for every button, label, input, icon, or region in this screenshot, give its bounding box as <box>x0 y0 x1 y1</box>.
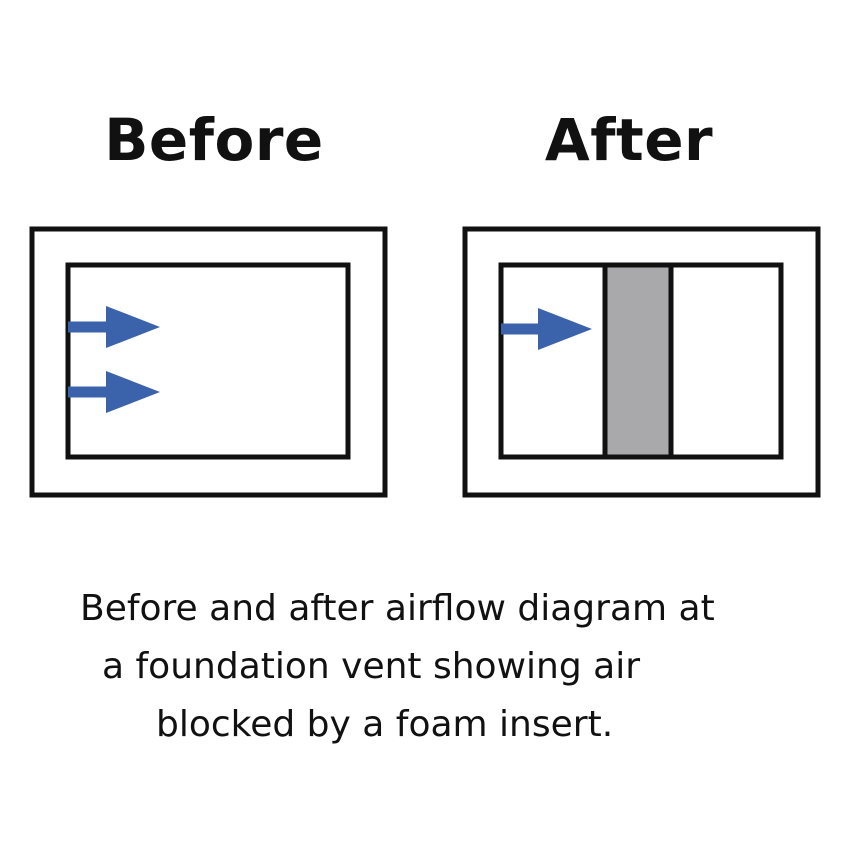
before-airflow-arrow <box>68 306 160 348</box>
before-title: Before <box>104 106 324 174</box>
after-title: After <box>544 106 714 174</box>
before-airflow-arrow <box>68 371 160 413</box>
caption-line: Before and after airflow diagram at <box>80 588 715 629</box>
after-panel <box>462 226 821 498</box>
caption-line: blocked by a foam insert. <box>156 704 614 745</box>
before-vent-opening <box>65 262 351 460</box>
before-panel <box>29 226 388 498</box>
after-airflow-arrow <box>501 308 592 350</box>
foam-insert <box>602 262 674 460</box>
caption-line: a foundation vent showing air <box>102 646 640 687</box>
